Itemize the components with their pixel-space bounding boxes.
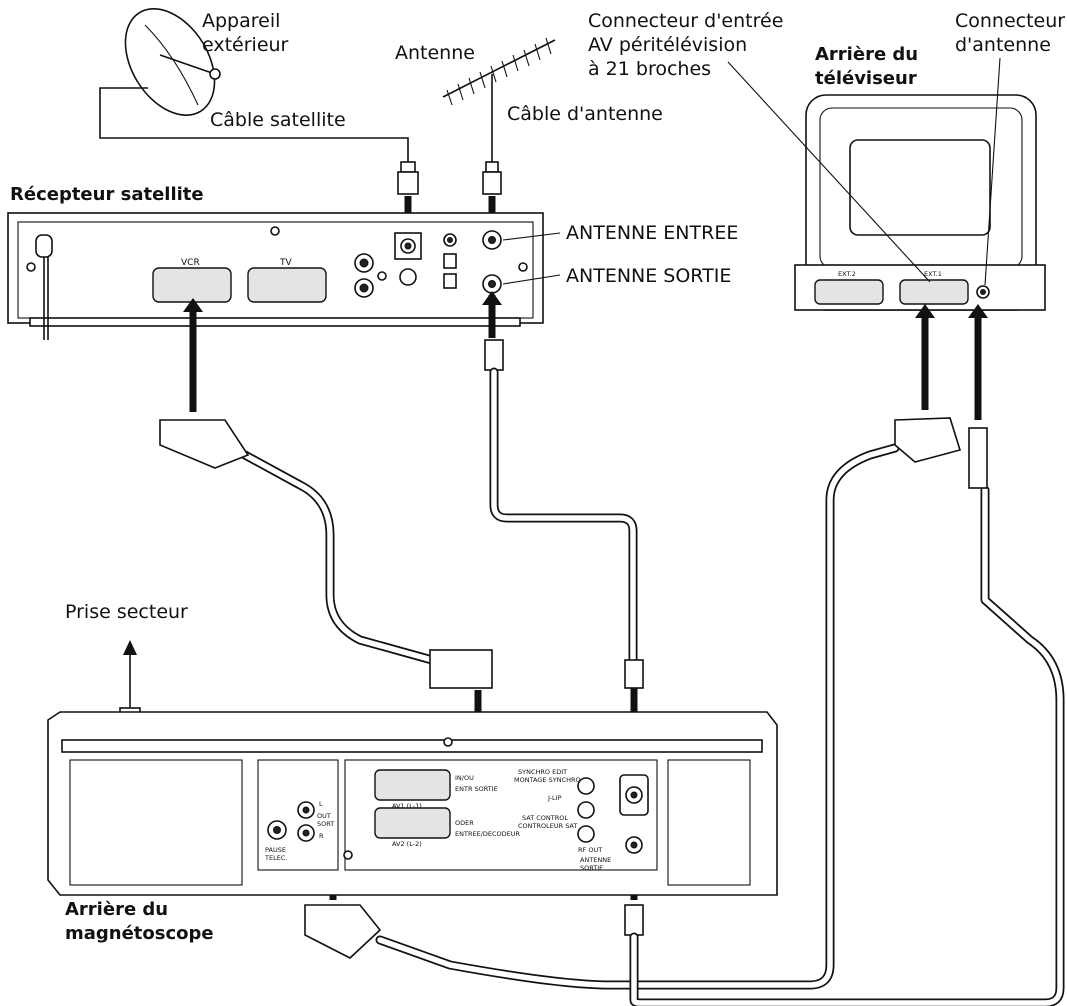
receiver-scart-tv [247,267,327,303]
antenna-out-label: ANTENNE SORTIE [566,265,731,287]
vcr-antenne-sortie-label-1: ANTENNE [580,856,611,864]
vcr-audio-l-label: L [319,800,323,808]
antenna-cable-receiver-vcr [482,291,644,782]
scart-connector-label-3: à 21 broches [588,58,711,80]
scart-connector-label-2: AV péritélévision [588,34,747,56]
tv-rear-label-2: téléviseur [815,68,917,89]
satellite-cable-label: Câble satellite [210,109,346,131]
vcr-controleur-sat-label: CONTROLEUR SAT [518,822,577,830]
satellite-receiver-label: Récepteur satellite [10,184,204,205]
antenna-cable-vcr-tv [624,304,1065,1006]
vcr-audio-sort-label: SORT [317,820,334,828]
vcr-sat-control-label: SAT CONTROL [522,814,568,822]
outdoor-unit-label-1: Appareil [202,10,280,32]
vcr-scart-av2 [374,807,451,839]
outdoor-unit-label-2: extérieur [202,34,289,56]
tv-ext1-label: EXT.1 [924,270,942,278]
antenna-connector-label-1: Connecteur [955,10,1065,32]
vcr-pause-label: PAUSE [265,846,286,854]
receiver-vcr-socket-label: VCR [181,258,200,268]
antenna-connector-label-2: d'antenne [955,34,1051,56]
vcr-rear-label-2: magnétoscope [65,923,214,944]
receiver-tv-socket-label: TV [279,258,292,268]
vcr-entree-sortie-label: ENTR SORTIE [455,785,498,793]
vcr-jlip-label: J-LIP [547,794,562,802]
vcr-synchro-edit-label: SYNCHRO EDIT [518,768,567,776]
antenna-in-label: ANTENNE ENTREE [566,222,738,244]
vcr-audio-out-label: OUT [317,812,331,820]
receiver-scart-vcr [152,267,232,303]
vcr-antenne-sortie-label-2: SORTIE [580,864,603,872]
vcr-scart-av1 [374,769,451,801]
tv-ext2-label: EXT.2 [838,270,856,278]
satellite-receiver [7,212,561,340]
mains-socket-label: Prise secteur [65,601,188,623]
scart-connector-label-1: Connecteur d'entrée [588,10,783,32]
tv-scart-ext2 [814,279,884,305]
vcr-av2-label: AV2 (L-2) [392,840,422,848]
vcr-decoder-label: ODER [455,819,474,827]
television [727,57,1046,311]
antenna-label: Antenne [395,42,475,64]
vcr-rf-out-label: RF OUT [578,846,602,854]
vcr-telec-label: TELEC. [264,854,287,862]
tv-rear-label-1: Arrière du [815,44,918,65]
vcr-montage-synchro-label: MONTAGE SYNCHRO [514,776,581,784]
vcr-entree-decodeur-label: ENTREE/DECODEUR [455,830,520,838]
vcr-av1-label: AV1 (L-1) [392,802,422,810]
satellite-dish [99,8,409,162]
vcr-in-out-label: IN/OU [455,774,474,782]
tv-scart-ext1 [899,279,969,305]
vcr-rear-label-1: Arrière du [65,899,168,920]
antenna-cable-label: Câble d'antenne [507,103,663,125]
vcr [47,711,778,896]
vcr-audio-r-label: R [319,832,324,840]
aerial-antenna [442,37,556,162]
